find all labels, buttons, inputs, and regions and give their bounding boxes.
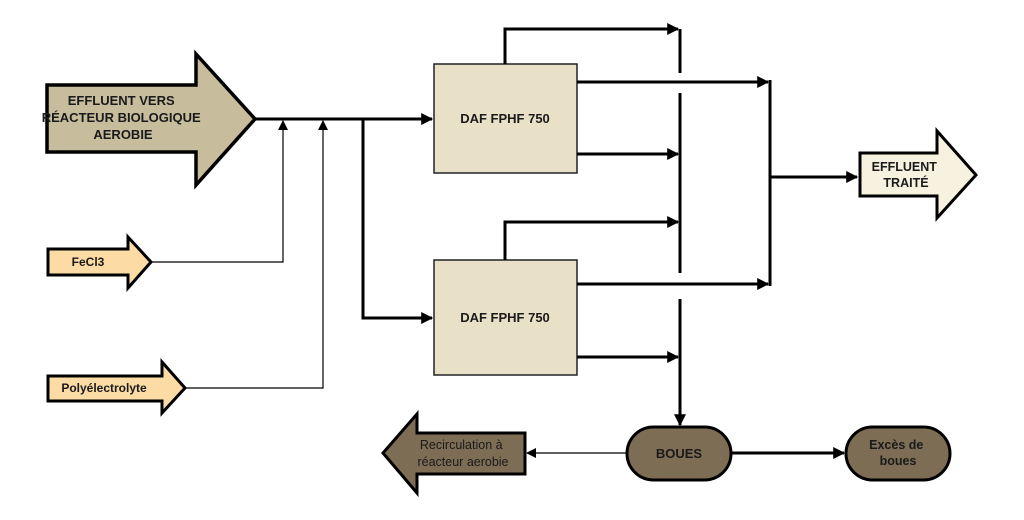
excess-sludge-node[interactable]: Excès de boues <box>844 425 952 482</box>
daf2-float-outlet <box>503 216 680 260</box>
daf2-label: DAF FPHF 750 <box>460 310 550 325</box>
sludge-label: BOUES <box>656 446 703 461</box>
fecl3-arrow-shape <box>46 233 154 292</box>
excess-sludge-pill <box>844 425 952 482</box>
recirculation-label-line-2: réacteur aerobie <box>417 455 508 469</box>
sludge-node[interactable]: BOUES <box>625 425 733 482</box>
daf1-label: DAF FPHF 750 <box>460 111 550 126</box>
recirculation-arrow: Recirculation à réacteur aerobie <box>381 409 527 498</box>
daf1-float-outlet <box>503 23 680 64</box>
influent-label-line-3: AEROBIE <box>93 127 153 142</box>
effluent-treated-label-line-2: TRAITÉ <box>883 175 928 190</box>
daf1-unit[interactable]: DAF FPHF 750 <box>433 63 578 174</box>
effluent-treated-arrow: EFFLUENT TRAITÉ <box>858 127 979 222</box>
svg-text:EFFLUENT VERS RÉACTEUR B: EFFLUENT VERS RÉACTEUR BIOLOGIQUE AEROBI… <box>42 93 205 142</box>
polyelectrolyte-arrow-shape <box>46 358 188 417</box>
influent-arrow: EFFLUENT VERS RÉACTEUR BIOLOGIQUE AEROBI… <box>42 49 258 190</box>
fecl3-dosing-line <box>151 120 288 263</box>
to-daf2-line <box>361 119 434 324</box>
svg-text:EFFLUENT TRAITÉ: EFFLUENT TRAITÉ <box>872 160 941 190</box>
polyelectrolyte-arrow: Polyélectrolyte <box>46 358 188 417</box>
recirculation-arrow-shape <box>381 409 527 498</box>
svg-text:Excès de boues: Excès de boues <box>869 438 927 468</box>
daf2-unit[interactable]: DAF FPHF 750 <box>433 259 578 376</box>
influent-label-line-1: EFFLUENT VERS <box>68 93 175 108</box>
daf2-box <box>433 259 578 376</box>
effluent-treated-label-line-1: EFFLUENT <box>872 160 938 174</box>
fecl3-label: FeCl3 <box>72 255 105 269</box>
svg-text:Recirculation à réacteur: Recirculation à réacteur aerobie <box>417 438 508 469</box>
excess-sludge-label-line-1: Excès de <box>869 438 923 452</box>
daf1-box <box>433 63 578 174</box>
recirculation-label-line-1: Recirculation à <box>420 438 503 452</box>
effluent-treated-arrow-shape <box>858 127 979 222</box>
polyelectrolyte-dosing-line <box>185 120 328 389</box>
influent-label-line-2: RÉACTEUR BIOLOGIQUE <box>42 110 201 125</box>
fecl3-arrow: FeCl3 <box>46 233 154 292</box>
influent-arrow-shape <box>45 49 258 190</box>
polyelectrolyte-label: Polyélectrolyte <box>61 381 147 395</box>
excess-sludge-label-line-2: boues <box>880 454 917 468</box>
